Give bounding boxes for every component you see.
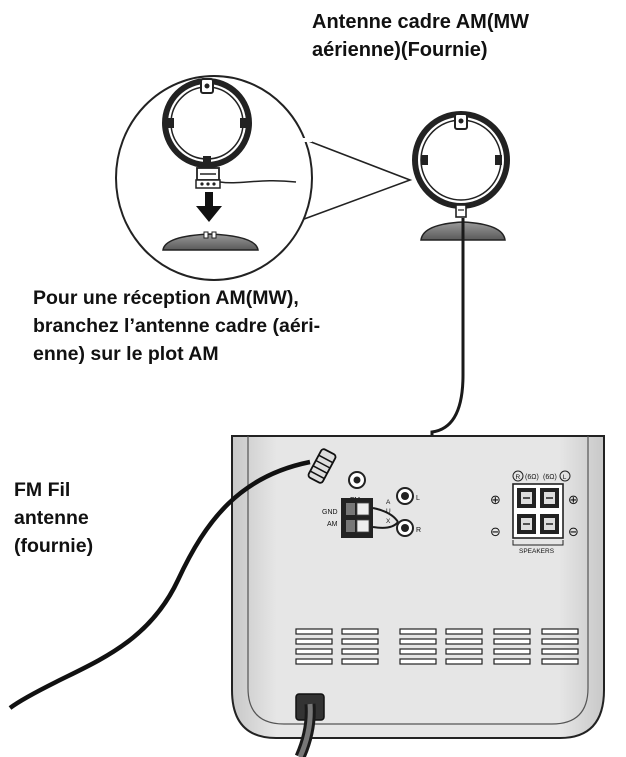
switch-a-label: A bbox=[386, 499, 391, 506]
ventilation-slots bbox=[295, 628, 579, 665]
fm-antenna-label: FM Fil antenne (fournie) bbox=[14, 476, 93, 560]
speaker-l-impedance: (6Ω) bbox=[543, 474, 557, 481]
speaker-header: R (6Ω) (6Ω) L bbox=[512, 470, 571, 482]
insert-arrow-icon bbox=[196, 192, 222, 222]
speaker-plus-right-icon: ⊕ bbox=[568, 492, 579, 507]
audio-out-right-jack[interactable] bbox=[396, 519, 414, 537]
speaker-r-impedance: (6Ω) bbox=[525, 474, 539, 481]
speaker-minus-right-icon: ⊖ bbox=[568, 524, 579, 539]
speaker-minus-left-icon: ⊖ bbox=[490, 524, 501, 539]
am-instruction-text: Pour une réception AM(MW), branchez l’an… bbox=[33, 284, 320, 368]
am-instruction-line-3: enne) sur le plot AM bbox=[33, 343, 219, 365]
fm-wire-antenna-icon bbox=[8, 448, 337, 710]
fm-antenna-label-line-1: FM Fil bbox=[14, 479, 71, 501]
fm-antenna-jack[interactable] bbox=[348, 471, 366, 489]
am-antenna-title: Antenne cadre AM(MW aérienne)(Fournie) bbox=[312, 8, 529, 64]
fm-antenna-label-line-2: antenne bbox=[14, 507, 89, 529]
speaker-r-label: R bbox=[516, 474, 521, 481]
am-instruction-line-2: branchez l’antenne cadre (aéri- bbox=[33, 315, 321, 337]
audio-out-left-jack[interactable] bbox=[396, 487, 414, 505]
switch-x-label: X bbox=[386, 518, 391, 525]
am-antenna-terminal[interactable] bbox=[341, 498, 399, 538]
speakers-label: SPEAKERS bbox=[519, 548, 555, 555]
am-loop-antenna-icon bbox=[412, 111, 510, 241]
antenna-stand-detail-icon bbox=[162, 231, 259, 251]
am-instruction-line-1: Pour une réception AM(MW), bbox=[33, 287, 299, 309]
audio-out-left-label: L bbox=[416, 495, 420, 502]
speaker-plus-left-icon: ⊕ bbox=[490, 492, 501, 507]
audio-out-right-label: R bbox=[416, 527, 421, 534]
gnd-terminal-label: GND bbox=[322, 509, 338, 516]
rear-panel bbox=[231, 435, 605, 739]
am-terminal-label: AM bbox=[327, 521, 338, 528]
fm-antenna-label-line-3: (fournie) bbox=[14, 535, 94, 557]
power-cord-icon bbox=[294, 693, 325, 757]
zoom-detail-bubble bbox=[115, 75, 413, 281]
speaker-l-label: L bbox=[563, 474, 567, 481]
switch-u-label: U bbox=[386, 508, 391, 515]
am-antenna-title-line-1: Antenne cadre AM(MW bbox=[312, 11, 530, 33]
speaker-terminals[interactable] bbox=[512, 483, 564, 546]
am-antenna-title-line-2: aérienne)(Fournie) bbox=[312, 39, 488, 61]
am-loop-antenna-detail-icon bbox=[162, 78, 297, 189]
